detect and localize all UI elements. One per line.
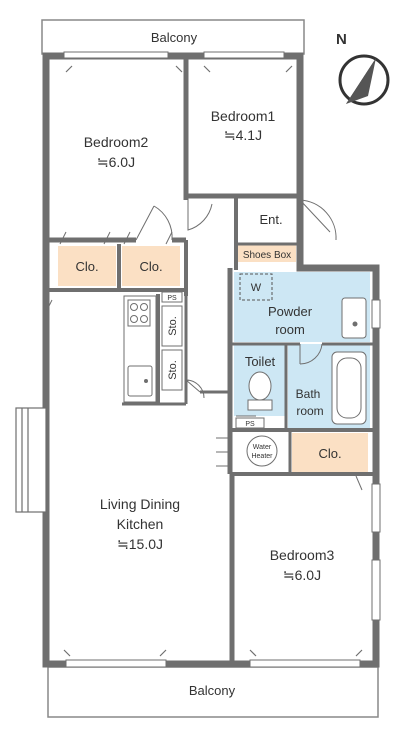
balcony-top (41, 19, 305, 58)
ps-box-2 (235, 417, 265, 429)
ldk-size: ≒15.0J (117, 536, 163, 552)
closet-middle (122, 246, 180, 286)
windows (63, 51, 381, 668)
storage-label-1: Sto. (167, 316, 179, 336)
bedroom2-name: Bedroom2 (84, 134, 149, 150)
kitchen-counter (123, 295, 157, 403)
bedroom3-name: Bedroom3 (270, 547, 335, 563)
powder-label-1: Powder (268, 304, 313, 319)
north-arrow: N (336, 31, 390, 106)
doors (45, 196, 363, 491)
shoes-box (238, 244, 296, 262)
powder-sink (341, 297, 367, 339)
water-heater (246, 435, 278, 467)
closet-middle-label: Clo. (139, 259, 162, 274)
bedroom1-name: Bedroom1 (211, 108, 276, 124)
water-heater-label-2: Heater (251, 453, 273, 460)
closet-left-label: Clo. (75, 259, 98, 274)
bay-window (15, 407, 47, 513)
washer-label: W (251, 282, 262, 294)
powder-label-2: room (275, 322, 305, 337)
water-heater-label-1: Water (253, 444, 272, 451)
bathtub (331, 351, 367, 425)
entrance-label: Ent. (259, 212, 282, 227)
toilet-fixture (247, 371, 273, 411)
storage-boxes (161, 305, 183, 391)
ps-box-1 (161, 291, 183, 303)
shoes-box-label: Shoes Box (243, 250, 291, 261)
ps-label-2: PS (245, 421, 255, 428)
ps-label-1: PS (167, 295, 177, 302)
storage-label-2: Sto. (167, 360, 179, 380)
balcony-top-label: Balcony (151, 30, 198, 45)
washer-space (239, 273, 273, 301)
balcony-bottom-label: Balcony (189, 683, 236, 698)
closet-right-label: Clo. (318, 446, 341, 461)
closet-left (58, 246, 116, 286)
bath-label-2: room (296, 404, 323, 418)
bath-label-1: Bath (296, 387, 321, 401)
bedroom3-size: ≒6.0J (283, 567, 321, 583)
room-labels: Balcony Balcony Bedroom1 ≒4.1J Bedroom2 … (75, 30, 341, 698)
ldk-label-2: Kitchen (117, 516, 164, 532)
north-label: N (336, 31, 347, 48)
balcony-door-marks (63, 65, 363, 657)
bedroom1-size: ≒4.1J (224, 127, 262, 143)
toilet-label: Toilet (245, 354, 276, 369)
ldk-label-1: Living Dining (100, 496, 180, 512)
bedroom2-size: ≒6.0J (97, 154, 135, 170)
closet-right (292, 433, 368, 473)
